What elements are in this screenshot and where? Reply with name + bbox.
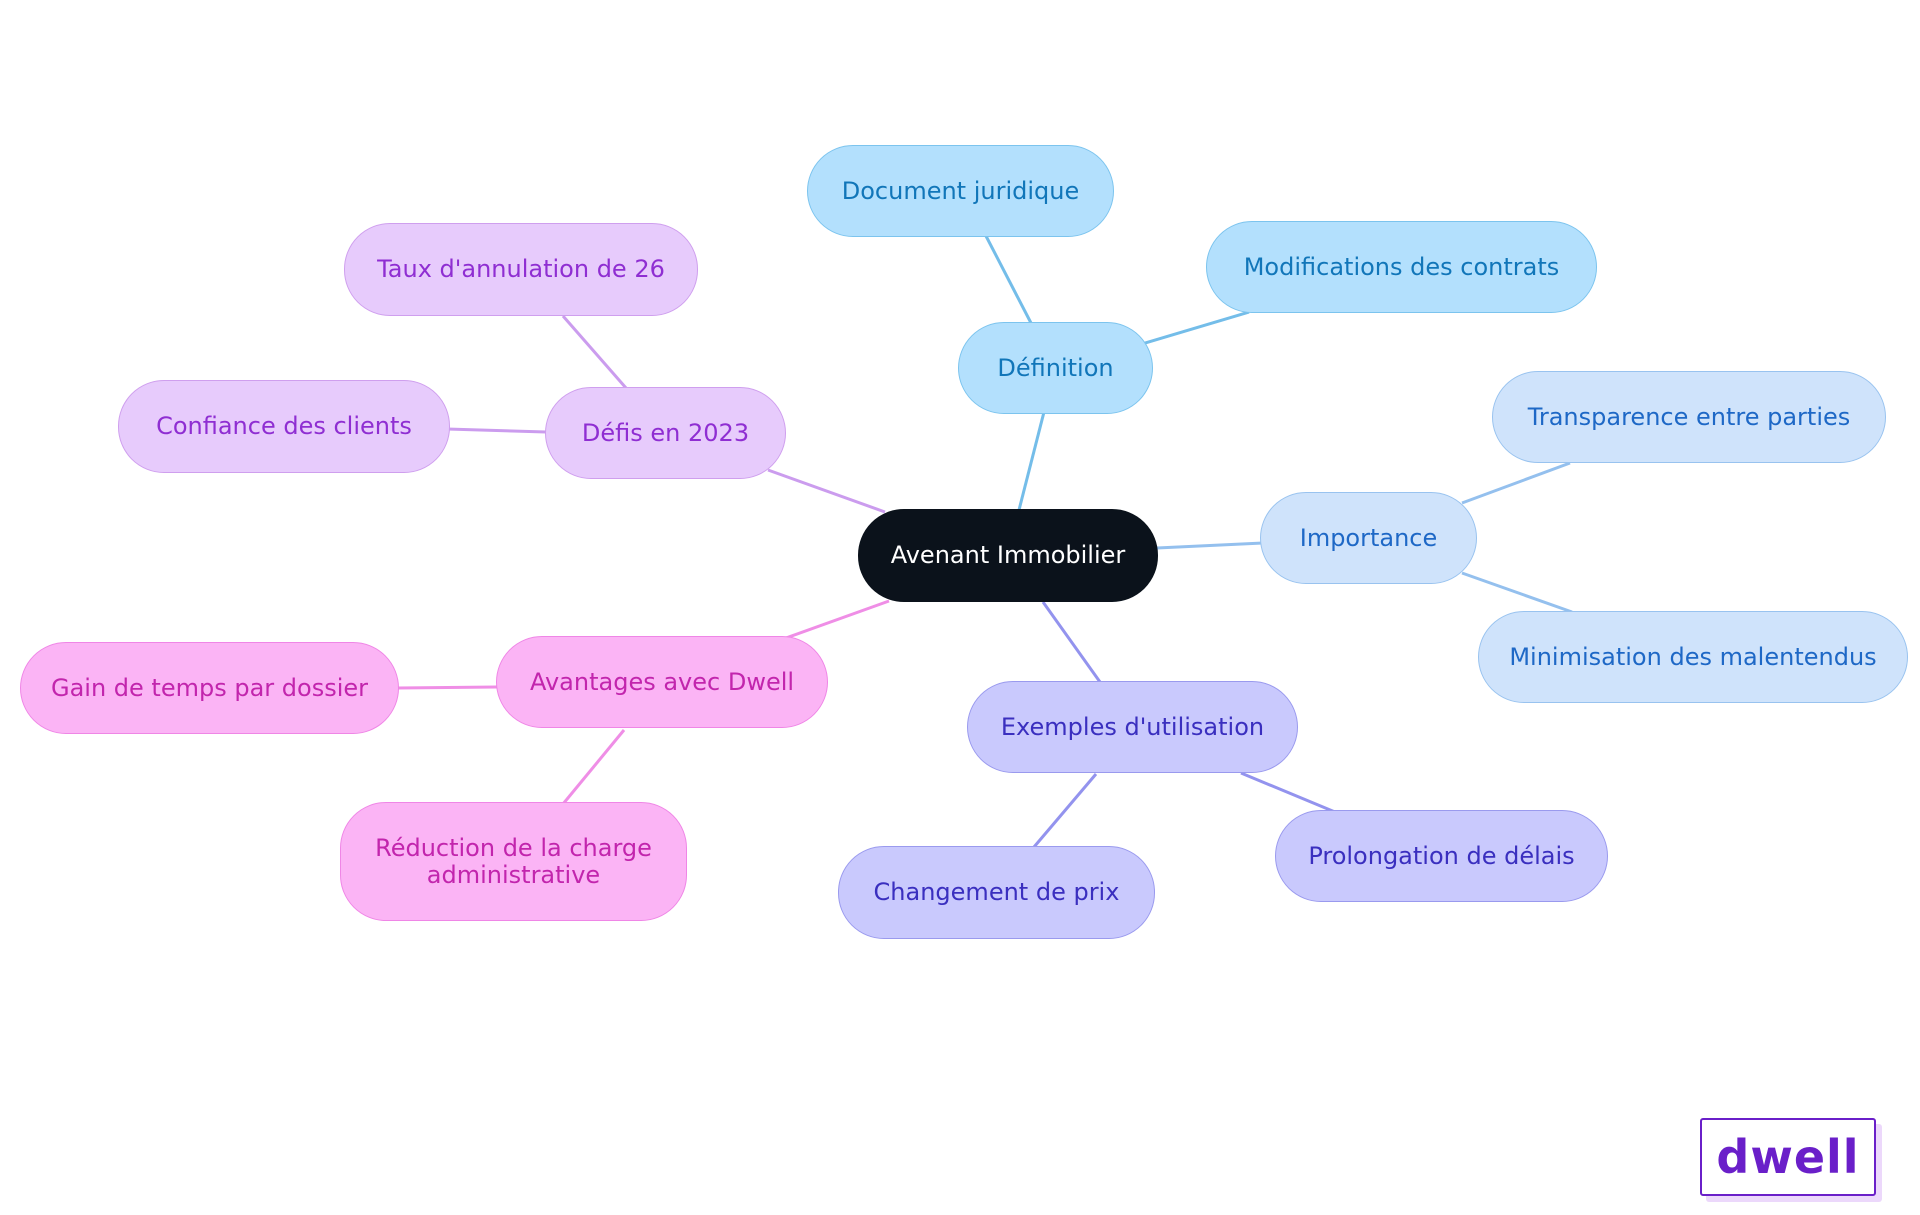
edge-importance-minimisation [1461,571,1573,614]
edge-central-defis [767,468,886,514]
edge-central-exemples [1041,601,1102,683]
node-gain-de-temps-par-dossier: Gain de temps par dossier [20,642,399,734]
edge-central-importance [1156,541,1264,550]
node-document-juridique: Document juridique [807,145,1114,237]
edge-defis-confiance [446,427,547,434]
node-reduction-de-la-charge-administrative: Réduction de la charge administrative [340,802,687,921]
edge-avantages-reduction [561,729,626,805]
dwell-logo: dwell [1700,1118,1876,1196]
node-changement-de-prix: Changement de prix [838,846,1155,939]
edge-central-definition [1017,411,1046,511]
edge-definition-modifications-des-contrats [1144,310,1250,345]
node-exemples-d-utilisation: Exemples d'utilisation [967,681,1298,773]
node-confiance-des-clients: Confiance des clients [118,380,450,473]
node-definition: Définition [958,322,1153,414]
node-avantages-avec-dwell: Avantages avec Dwell [496,636,828,728]
node-modifications-des-contrats: Modifications des contrats [1206,221,1597,313]
node-importance: Importance [1260,492,1477,584]
edge-importance-transparence [1461,461,1571,505]
edge-exemples-changement-de-prix [1032,773,1098,848]
node-minimisation-des-malentendus: Minimisation des malentendus [1478,611,1908,703]
edge-central-avantages [785,599,890,640]
edge-avantages-gain-de-temps [397,685,498,690]
edge-exemples-prolongation [1240,771,1336,814]
edge-definition-document-juridique [984,235,1033,324]
edge-defis-taux-annulation [561,315,628,389]
central-node: Avenant Immobilier [858,509,1158,602]
node-taux-d-annulation-de-26: Taux d'annulation de 26 [344,223,698,316]
node-prolongation-de-delais: Prolongation de délais [1275,810,1608,902]
node-defis-en-2023: Défis en 2023 [545,387,786,479]
node-transparence-entre-parties: Transparence entre parties [1492,371,1886,463]
